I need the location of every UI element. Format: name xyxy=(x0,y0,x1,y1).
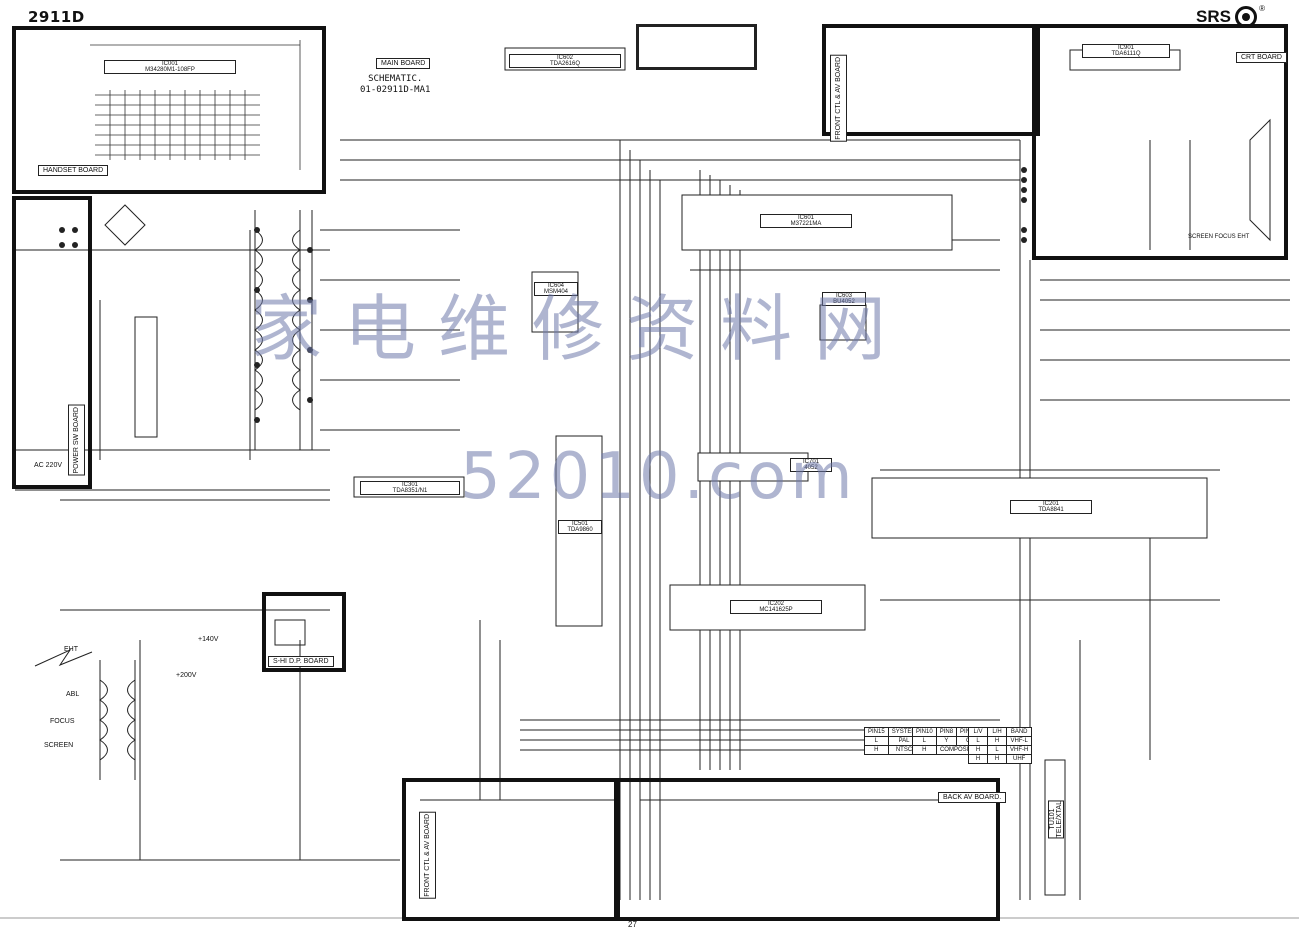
srs-logo-text: SRS xyxy=(1196,7,1231,26)
top-center-frame xyxy=(636,24,757,70)
video-cell: Y xyxy=(935,736,958,746)
system-cell: L xyxy=(864,736,889,746)
band-cell: VHF-H xyxy=(1005,745,1033,755)
focus-label: FOCUS xyxy=(50,718,75,725)
video-cell: H xyxy=(912,745,937,755)
schematic-title-line1: SCHEMATIC. xyxy=(368,74,423,84)
band-header: L/H xyxy=(987,727,1007,737)
schematic-title: SCHEMATIC. 01-02911D-MA1 xyxy=(360,74,430,96)
back-av-board-label: BACK AV BOARD. xyxy=(938,792,1007,803)
v-plus-label: +200V xyxy=(176,672,197,679)
band-cell: H xyxy=(987,754,1007,764)
watermark-url: 52010.com xyxy=(460,440,857,514)
system-cell: H xyxy=(864,745,889,755)
ic-top-center: IC602 TDA2616Q xyxy=(509,54,621,68)
ic-mid: IC601 M37221MA xyxy=(760,214,852,228)
power-sw-board-frame xyxy=(12,196,92,489)
ic-crt: IC901 TDA6111Q xyxy=(1082,44,1170,58)
front-ctl-top-label: FRONT CTL & AV BOARD xyxy=(830,55,847,142)
system-truth-table: PIN15 SYSTEM L PAL H NTSC xyxy=(864,727,921,755)
band-cell: H xyxy=(987,736,1007,746)
watermark-chinese: 家电维修资料网 xyxy=(250,287,909,371)
ic-audio: IC604 MSM404 xyxy=(534,282,578,296)
screen-label: SCREEN xyxy=(44,742,74,749)
eht-label: EHT xyxy=(64,646,78,653)
main-board-label: MAIN BOARD xyxy=(376,58,431,69)
band-truth-table: L/V L/H BAND L H VHF-L H L VHF-H H H UHF xyxy=(968,727,1033,764)
ic-switch: IC603 BU4052 xyxy=(822,292,866,306)
ic-pip: IC202 MC141625P xyxy=(730,600,822,614)
video-header: PIN8 xyxy=(935,727,958,737)
ic-vertical: IC301 TDA8351/N1 xyxy=(360,481,460,495)
handset-board-frame xyxy=(12,26,326,194)
band-cell: H xyxy=(968,745,988,755)
power-sw-board-label: POWER SW BOARD xyxy=(68,405,85,476)
band-header: L/V xyxy=(968,727,988,737)
front-ctl-bottom-frame xyxy=(402,778,620,921)
ic-comb: IC701 4052 xyxy=(790,458,832,472)
model-number: 2911D xyxy=(28,8,85,26)
handset-board-label: HANDSET BOARD xyxy=(38,165,109,176)
system-header-pin: PIN15 xyxy=(864,727,889,737)
video-cell: L xyxy=(912,736,937,746)
ic-sound: IC501 TDA9860 xyxy=(558,520,602,534)
schematic-number: 01-02911D-MA1 xyxy=(360,85,431,95)
back-av-board-frame xyxy=(614,778,1000,921)
ic-handset: IC001 M34280M1-108FP xyxy=(104,60,236,74)
crt-out-label: SCREEN FOCUS EHT xyxy=(1188,234,1250,240)
band-cell: L xyxy=(968,736,988,746)
crt-board-frame xyxy=(1032,24,1288,260)
svhs-board-frame xyxy=(262,592,346,672)
ac-input-label: AC 220V xyxy=(34,462,63,469)
video-header: PIN10 xyxy=(912,727,937,737)
front-ctl-bottom-label: FRONT CTL & AV BOARD xyxy=(419,812,436,899)
abl-label: ABL xyxy=(66,691,80,698)
b-plus-label: +140V xyxy=(198,636,219,643)
front-ctl-top-frame xyxy=(822,24,1040,136)
band-header: BAND xyxy=(1005,727,1033,737)
ic-video: IC201 TDA8841 xyxy=(1010,500,1092,514)
svhs-board-label: S-HI D.P. BOARD xyxy=(268,656,334,667)
registered-mark: ® xyxy=(1259,4,1265,13)
band-cell: H xyxy=(968,754,988,764)
band-cell: L xyxy=(987,745,1007,755)
band-cell: VHF-L xyxy=(1005,736,1033,746)
crt-board-label: CRT BOARD xyxy=(1236,52,1287,63)
ic-tuner: TU101 TELE/XTAL xyxy=(1048,800,1064,839)
band-cell: UHF xyxy=(1005,754,1033,764)
page-number: 27 xyxy=(628,920,637,929)
